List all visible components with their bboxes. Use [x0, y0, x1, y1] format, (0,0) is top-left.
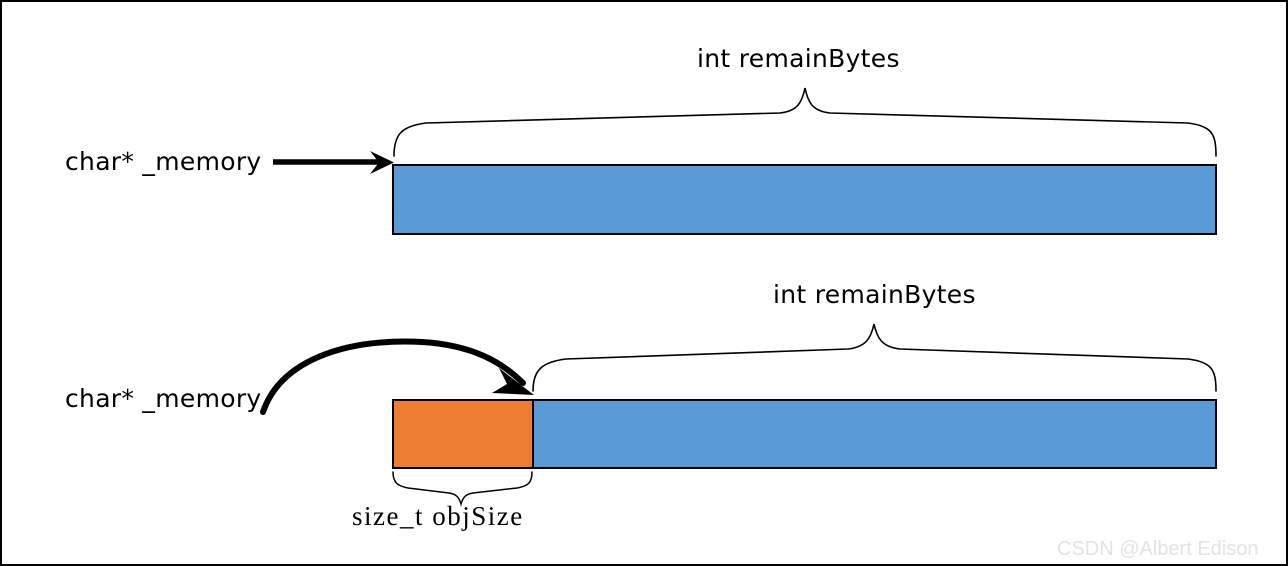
csdn-watermark: CSDN @Albert Edison	[1057, 538, 1259, 560]
top-memory-pointer-arrow	[273, 151, 394, 174]
bottom-obj-size-rect	[392, 399, 534, 469]
top-remain-bytes-rect	[392, 164, 1217, 235]
bottom-brace-label-remain-bytes: int remainBytes	[773, 280, 976, 309]
bottom-memory-pointer-curved-arrow	[260, 338, 534, 415]
bottom-remain-bytes-brace	[532, 323, 1217, 392]
obj-size-label: size_t objSize	[352, 501, 524, 531]
top-pointer-label-memory: char* _memory	[65, 147, 262, 176]
top-remain-bytes-brace	[393, 87, 1217, 157]
top-brace-label-remain-bytes: int remainBytes	[697, 44, 900, 73]
bottom-remain-bytes-rect	[532, 399, 1217, 469]
bottom-pointer-label-memory: char* _memory	[65, 384, 262, 413]
obj-size-brace	[392, 471, 533, 507]
